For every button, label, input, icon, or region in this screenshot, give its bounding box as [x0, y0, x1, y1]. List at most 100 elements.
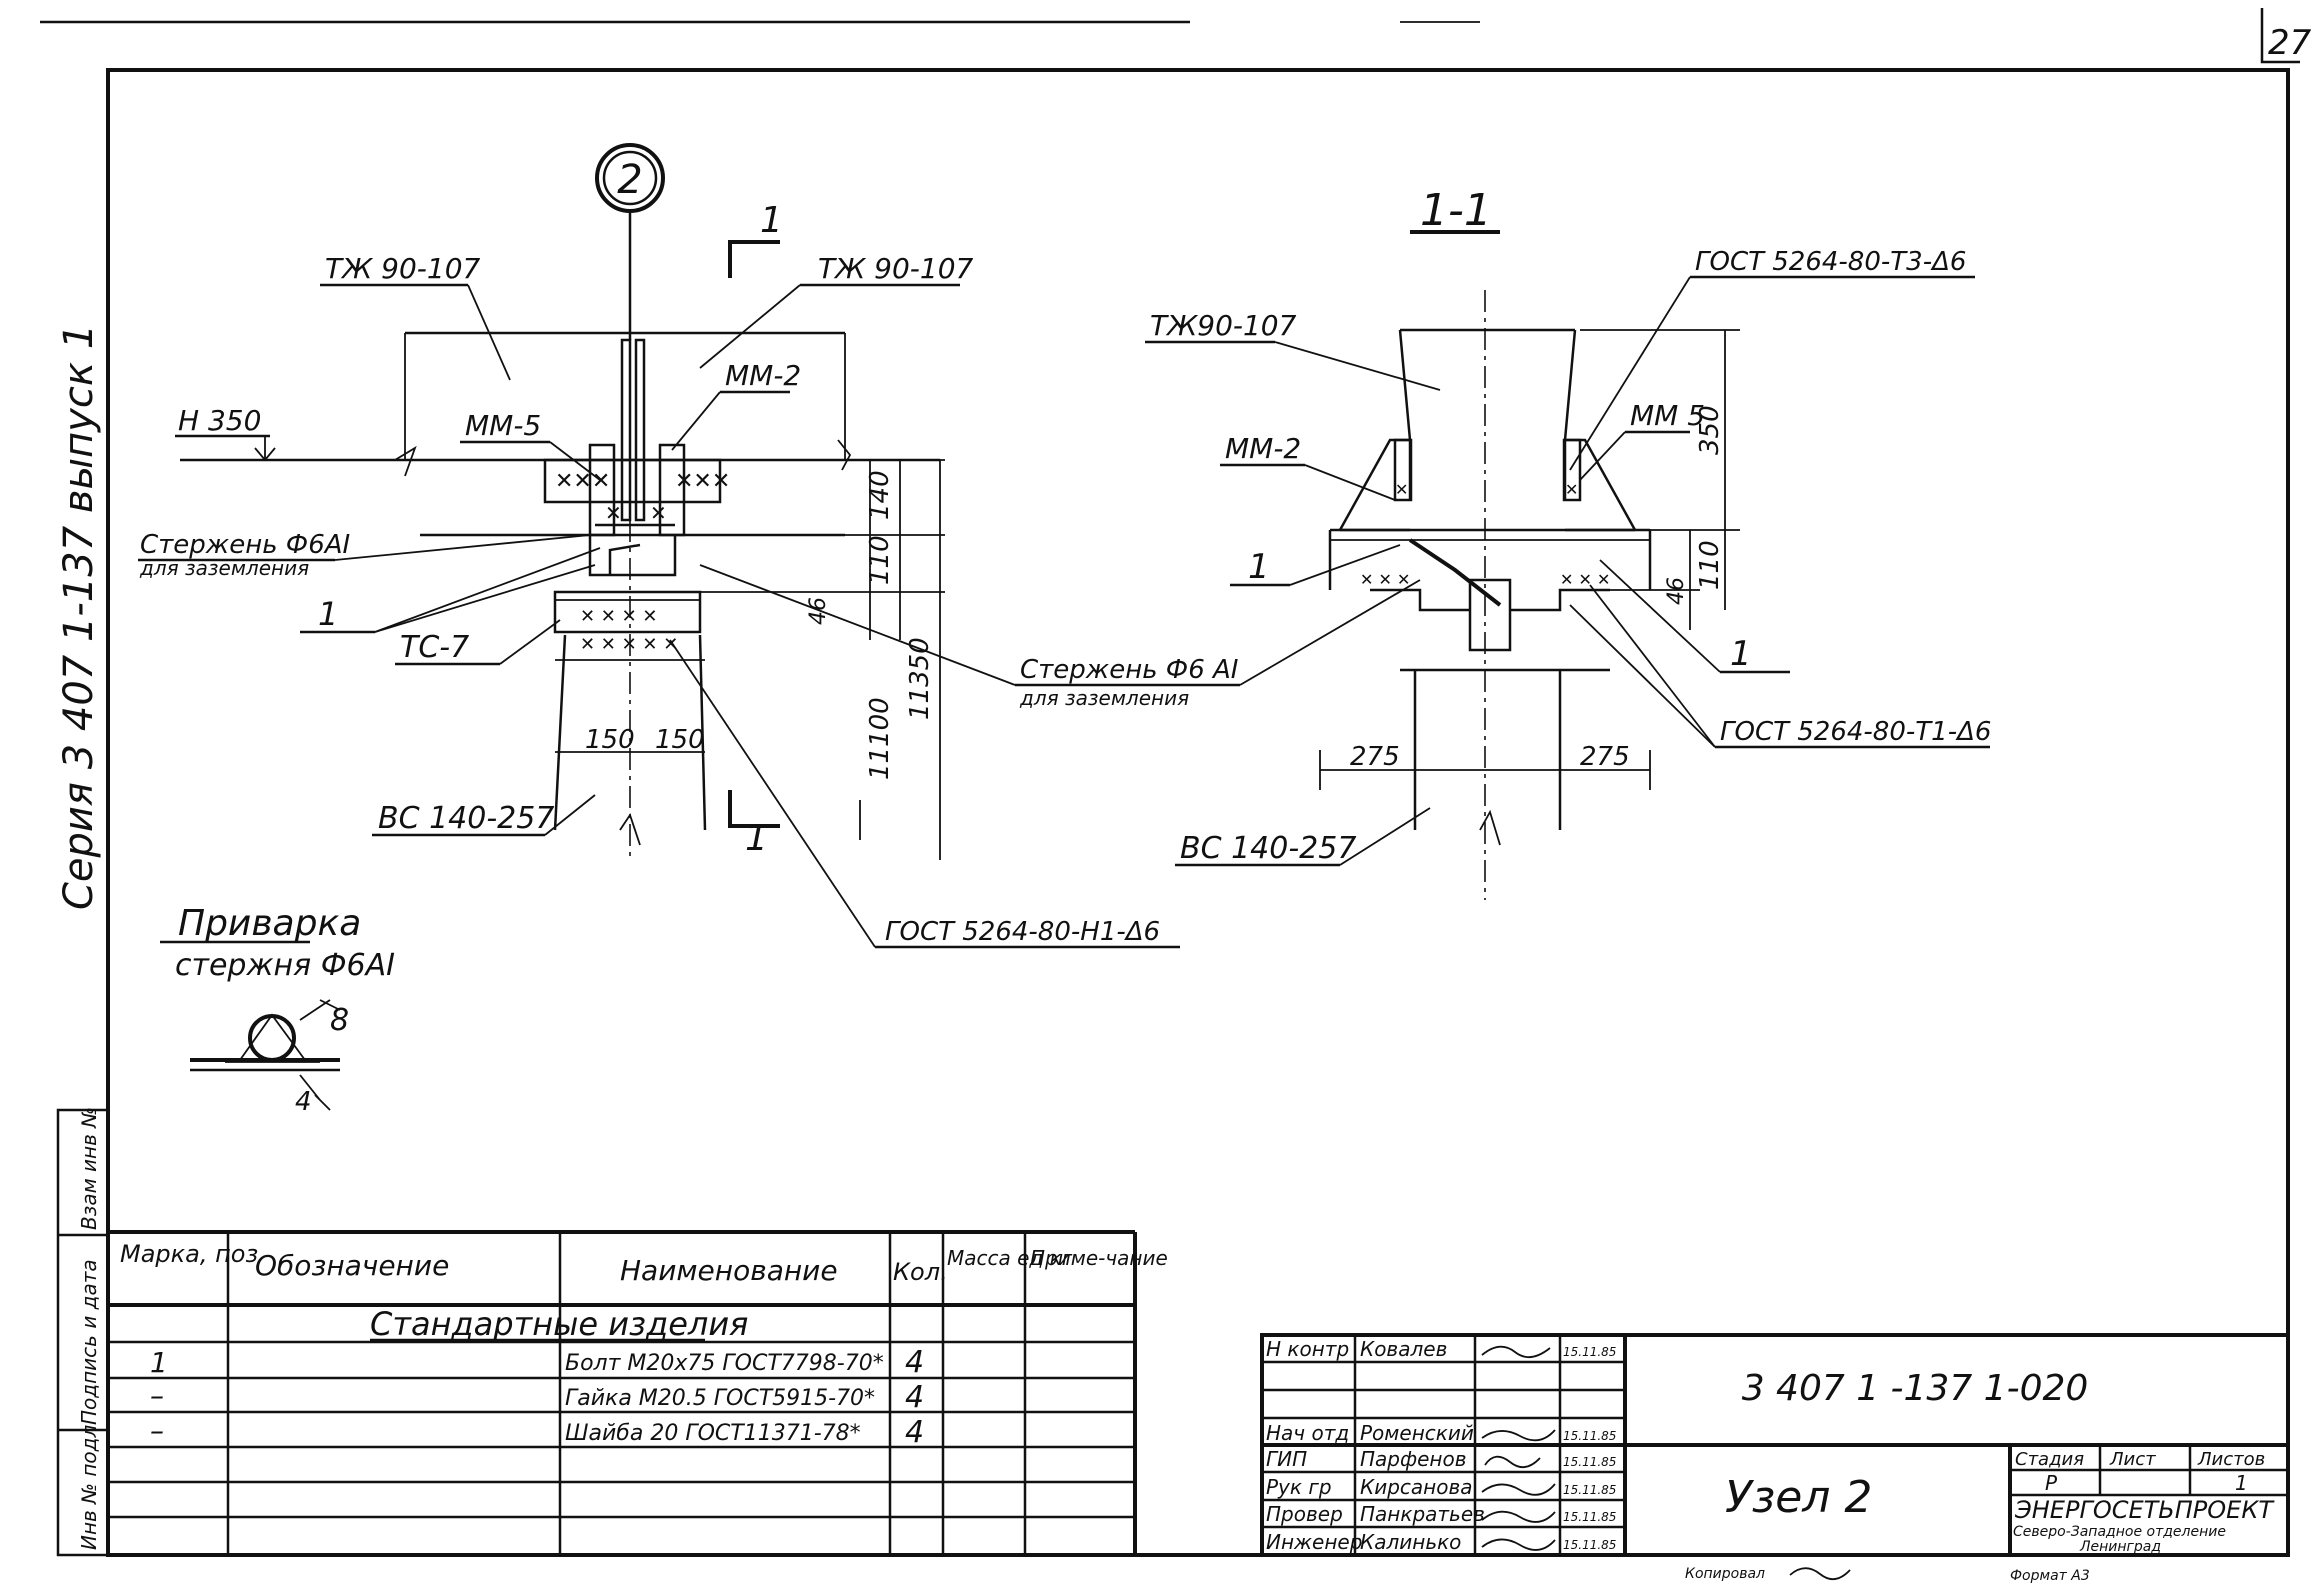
tb-date-0: 15.11.85 [1563, 1345, 1616, 1359]
weld-dim-bottom: 4 [295, 1087, 312, 1117]
spec-row2-mark: – [150, 1379, 164, 1412]
weld-title: Приварка [178, 903, 361, 944]
spec-header-name: Наименование [620, 1254, 838, 1287]
sec-dim-110: 110 [1695, 540, 1725, 590]
svg-text:✕ ✕ ✕: ✕ ✕ ✕ [1560, 570, 1610, 589]
dim-150-right: 150 [655, 725, 705, 755]
tb-doc-code: 3 407 1 -137 1-020 [1742, 1368, 2089, 1409]
tb-org-sub1: Северо-Западное отделение [2013, 1524, 2226, 1540]
spec-section-title: Стандартные изделия [370, 1305, 748, 1343]
side-stamp-inv: Инв № подл [77, 1425, 101, 1550]
tb-date-6: 15.11.85 [1563, 1538, 1616, 1552]
tb-drawing-title: Узел 2 [1725, 1472, 1872, 1523]
tb-stage-value: Р [2045, 1471, 2058, 1495]
drawing-frame [106, 68, 2290, 1557]
tb-date-4: 15.11.85 [1563, 1483, 1616, 1497]
label-rod2-sub: для заземления [1019, 686, 1189, 710]
label-level: Н 350 [178, 404, 261, 437]
dim-11350: 11350 [905, 637, 935, 720]
spec-header-mass: Масса ед кг [947, 1246, 1073, 1270]
tb-name-4: Кирсанова [1360, 1475, 1473, 1499]
label-mm5: ММ-5 [465, 409, 541, 442]
section-mark-top: 1 [760, 200, 783, 241]
label-rod1-sub: для заземления [139, 556, 309, 580]
spec-row2-qty: 4 [905, 1380, 924, 1415]
label-bc-main: ВС 140-257 [378, 801, 554, 836]
label-tc7: ТС-7 [400, 630, 469, 665]
title-block: Н контр Ковалев 15.11.85 Нач отд Роменск… [1260, 1333, 2290, 1557]
section-title: 1-1 [1420, 185, 1492, 236]
footer-copied: Копировал [1685, 1566, 1765, 1582]
node-number: 2 [617, 157, 642, 203]
tb-stage-header: Стадия [2015, 1449, 2084, 1470]
weld-detail: Приварка стержня Ф6АI 8 4 [160, 903, 395, 1117]
tb-role-0: Н контр [1266, 1337, 1349, 1361]
tb-role-2: Нач отд [1266, 1421, 1349, 1445]
page-number: 27 [2268, 23, 2312, 63]
sec-dim-46: 46 [1664, 577, 1689, 605]
main-view: 2 1 1 ✕✕✕ ✕✕✕ ✕ ✕ ✕ ✕ ✕ ✕ ✕ ✕ ✕ ✕ [138, 143, 1240, 949]
spec-row2-name: Гайка М20.5 ГОСТ5915-70* [565, 1386, 875, 1411]
sec-label-tzh: ТЖ90-107 [1150, 309, 1297, 342]
spec-row3-mark: – [150, 1414, 164, 1447]
tb-name-3: Парфенов [1360, 1447, 1467, 1471]
label-gost-main: ГОСТ 5264-80-Н1-Δ6 [885, 917, 1160, 947]
svg-text:✕: ✕ [1565, 480, 1578, 499]
spec-header-note: Приме-чание [1030, 1246, 1168, 1270]
series-vertical: Серия 3 407 1-137 выпуск 1 [56, 324, 102, 910]
sec-label-pos1-right: 1 [1730, 634, 1752, 674]
tb-org-sub2: Ленинград [2079, 1539, 2161, 1555]
svg-text:✕✕✕: ✕✕✕ [555, 469, 610, 494]
sec-label-mm2: ММ-2 [1225, 432, 1301, 465]
svg-text:✕: ✕ [605, 501, 622, 525]
tb-role-6: Инженер [1266, 1530, 1362, 1554]
side-stamp: Инв № подл Подпись и дата Взам инв № [56, 1107, 110, 1557]
label-mm2: ММ-2 [725, 359, 801, 392]
tb-role-5: Провер [1266, 1502, 1343, 1526]
tb-date-2: 15.11.85 [1563, 1429, 1616, 1443]
sec-label-pos1-left: 1 [1248, 547, 1270, 587]
spec-row1-name: Болт М20х75 ГОСТ7798-70* [565, 1351, 884, 1376]
section-mark-bottom: 1 [745, 818, 768, 859]
spec-header-mark: Марка, поз [120, 1240, 258, 1268]
side-stamp-replace: Взам инв № [77, 1107, 101, 1230]
label-rod1: Стержень Ф6АI [140, 530, 350, 560]
spec-row3-name: Шайба 20 ГОСТ11371-78* [565, 1421, 861, 1446]
section-view: 1-1 ✕ ✕ ✕ ✕ ✕ ✕ ✕ ✕ [1145, 185, 1991, 900]
dim-11100: 11100 [865, 697, 895, 780]
sec-dim-350: 350 [1695, 405, 1725, 455]
weld-dim-top: 8 [330, 1003, 349, 1038]
side-stamp-sign: Подпись и дата [77, 1259, 101, 1425]
dim-150-left: 150 [585, 725, 635, 755]
tb-name-6: Калинько [1360, 1530, 1461, 1554]
spec-header-designation: Обозначение [255, 1249, 449, 1282]
tb-sheets-value: 1 [2235, 1471, 2248, 1495]
spec-row3-qty: 4 [905, 1415, 924, 1450]
tb-org-name: ЭНЕРГОСЕТЬПРОЕКТ [2014, 1496, 2275, 1524]
spec-row1-qty: 4 [905, 1345, 924, 1380]
tb-name-0: Ковалев [1360, 1337, 1447, 1361]
label-tzh-left: ТЖ 90-107 [325, 252, 481, 285]
svg-text:✕ ✕ ✕ ✕ ✕: ✕ ✕ ✕ ✕ ✕ [580, 634, 678, 655]
tb-date-3: 15.11.85 [1563, 1455, 1616, 1469]
spec-header-qty: Кол. [893, 1258, 948, 1286]
sec-dim-275-left: 275 [1350, 742, 1400, 772]
label-pos1: 1 [318, 595, 338, 633]
sec-label-mm5: ММ 5 [1630, 399, 1705, 432]
sec-label-bc: ВС 140-257 [1180, 831, 1356, 866]
spec-table: Марка, поз Обозначение Наименование Кол.… [108, 1230, 1168, 1555]
tb-role-3: ГИП [1266, 1447, 1307, 1471]
tb-sheets-header: Листов [2197, 1449, 2265, 1470]
label-tzh-right: ТЖ 90-107 [818, 252, 974, 285]
svg-text:✕: ✕ [1395, 480, 1408, 499]
tb-sheet-header: Лист [2109, 1449, 2156, 1470]
svg-text:✕: ✕ [650, 501, 667, 525]
sec-label-gost-t3: ГОСТ 5264-80-Т3-Δ6 [1695, 247, 1966, 277]
svg-text:✕ ✕ ✕ ✕: ✕ ✕ ✕ ✕ [580, 606, 658, 627]
dim-110: 110 [865, 535, 895, 585]
tb-name-2: Роменский [1360, 1421, 1474, 1445]
weld-subtitle: стержня Ф6АI [175, 948, 395, 983]
tb-date-5: 15.11.85 [1563, 1510, 1616, 1524]
sec-label-gost-t1: ГОСТ 5264-80-Т1-Δ6 [1720, 717, 1991, 747]
